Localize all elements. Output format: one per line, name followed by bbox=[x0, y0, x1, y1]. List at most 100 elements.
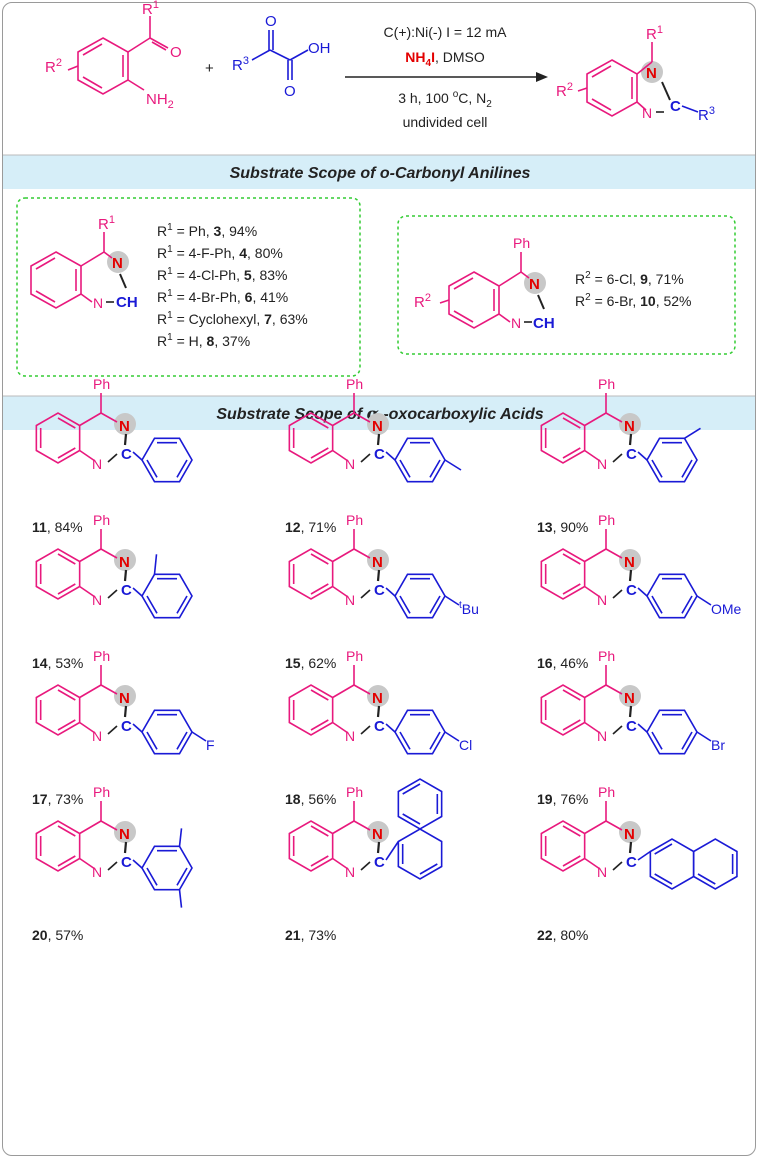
compound-label-16: 16, 46% bbox=[537, 655, 588, 671]
bond bbox=[79, 412, 102, 427]
n1-label: N bbox=[597, 728, 607, 744]
aryl-ring bbox=[646, 573, 698, 619]
aryl-ring bbox=[141, 573, 193, 619]
n3-label: N bbox=[119, 826, 130, 843]
section-title-anilines: Substrate Scope of o-Carbonyl Anilines bbox=[230, 165, 531, 182]
compound-label-20: 20, 57% bbox=[32, 927, 83, 943]
plus-sign: + bbox=[205, 60, 214, 77]
n3-label: N bbox=[372, 826, 383, 843]
aryl-ring bbox=[141, 709, 193, 755]
substituent-bond bbox=[444, 731, 460, 742]
new-bond bbox=[612, 861, 623, 871]
n3-label: N bbox=[372, 690, 383, 707]
bond bbox=[605, 412, 623, 423]
n3-label: N bbox=[624, 418, 635, 435]
bond bbox=[584, 412, 607, 427]
scope-box-r1 bbox=[16, 197, 361, 377]
new-bond bbox=[107, 589, 118, 599]
double-bond bbox=[562, 825, 581, 837]
bond bbox=[100, 820, 118, 831]
scope-box-r2 bbox=[397, 215, 736, 355]
acid-o1-label: O bbox=[265, 13, 277, 30]
c2-label: C bbox=[374, 854, 385, 871]
n1-label: N bbox=[345, 456, 355, 472]
double-bond bbox=[562, 719, 581, 731]
box2-entry-9: R2 = 6-Cl, 9, 71% bbox=[575, 270, 684, 287]
bond bbox=[332, 412, 355, 427]
double-bond bbox=[654, 843, 673, 855]
new-bond bbox=[123, 569, 128, 582]
double-bond bbox=[146, 731, 158, 750]
c2-label: C bbox=[626, 446, 637, 463]
aryl-ring bbox=[394, 573, 446, 619]
n3-label: N bbox=[372, 554, 383, 571]
highlight-ball bbox=[114, 549, 136, 571]
double-bond bbox=[562, 583, 581, 595]
double-bond bbox=[681, 459, 693, 478]
box1-entry-4: R1 = 4-F-Ph, 4, 80% bbox=[157, 244, 283, 261]
new-bond bbox=[376, 433, 381, 446]
product-r2-label: R2 bbox=[556, 81, 573, 100]
double-bond bbox=[310, 855, 329, 867]
highlight-ball bbox=[367, 413, 389, 435]
double-bond bbox=[310, 447, 329, 459]
new-bond bbox=[376, 705, 381, 718]
bond bbox=[353, 684, 371, 695]
aryl-bond bbox=[385, 841, 400, 861]
aryl-bond bbox=[637, 451, 648, 461]
aryl-ring-2 bbox=[692, 838, 738, 890]
box1-n-label: N bbox=[112, 255, 123, 272]
bond bbox=[584, 820, 607, 835]
bond bbox=[332, 857, 349, 870]
box2-n-label: N bbox=[529, 276, 540, 293]
aryl-bond bbox=[385, 587, 396, 597]
bond bbox=[332, 721, 349, 734]
ph-label: Ph bbox=[93, 512, 110, 528]
double-bond bbox=[176, 731, 188, 750]
double-bond bbox=[146, 459, 158, 478]
n1-label: N bbox=[92, 864, 102, 880]
substituent-label: tBu bbox=[459, 600, 479, 617]
benzo-ring bbox=[35, 684, 81, 736]
double-bond bbox=[419, 863, 438, 875]
compound-label-13: 13, 90% bbox=[537, 519, 588, 535]
benzo-ring bbox=[288, 820, 334, 872]
bond bbox=[332, 548, 355, 563]
double-bond bbox=[57, 719, 76, 731]
double-bond bbox=[57, 447, 76, 459]
double-bond bbox=[310, 825, 329, 837]
double-bond bbox=[57, 825, 76, 837]
aryl-bond bbox=[385, 723, 396, 733]
bond bbox=[100, 548, 118, 559]
aniline-r2-label: R2 bbox=[45, 57, 62, 76]
box1-entry-3: R1 = Ph, 3, 94% bbox=[157, 222, 257, 239]
box1-entries: R1 = Ph, 3, 94%R1 = 4-F-Ph, 4, 80%R1 = 4… bbox=[157, 222, 308, 349]
substituent-bond bbox=[191, 731, 207, 742]
double-bond bbox=[562, 553, 581, 565]
new-bond bbox=[628, 569, 633, 582]
double-bond bbox=[176, 867, 188, 886]
aryl-ring bbox=[141, 437, 193, 483]
highlight-ball bbox=[367, 821, 389, 843]
box1-entry-7: R1 = Cyclohexyl, 7, 63% bbox=[157, 310, 308, 327]
box2-entry-10: R2 = 6-Br, 10, 52% bbox=[575, 292, 692, 309]
bond bbox=[605, 684, 623, 695]
benzo-ring bbox=[540, 548, 586, 600]
ph-label: Ph bbox=[598, 648, 615, 664]
aniline-o-label: O bbox=[170, 44, 182, 61]
box2-ph-label: Ph bbox=[513, 235, 530, 251]
c2-label: C bbox=[121, 446, 132, 463]
n3-label: N bbox=[624, 826, 635, 843]
ph-label: Ph bbox=[598, 512, 615, 528]
benzo-ring bbox=[288, 548, 334, 600]
double-bond bbox=[562, 447, 581, 459]
n3-label: N bbox=[624, 554, 635, 571]
double-bond bbox=[176, 459, 188, 478]
